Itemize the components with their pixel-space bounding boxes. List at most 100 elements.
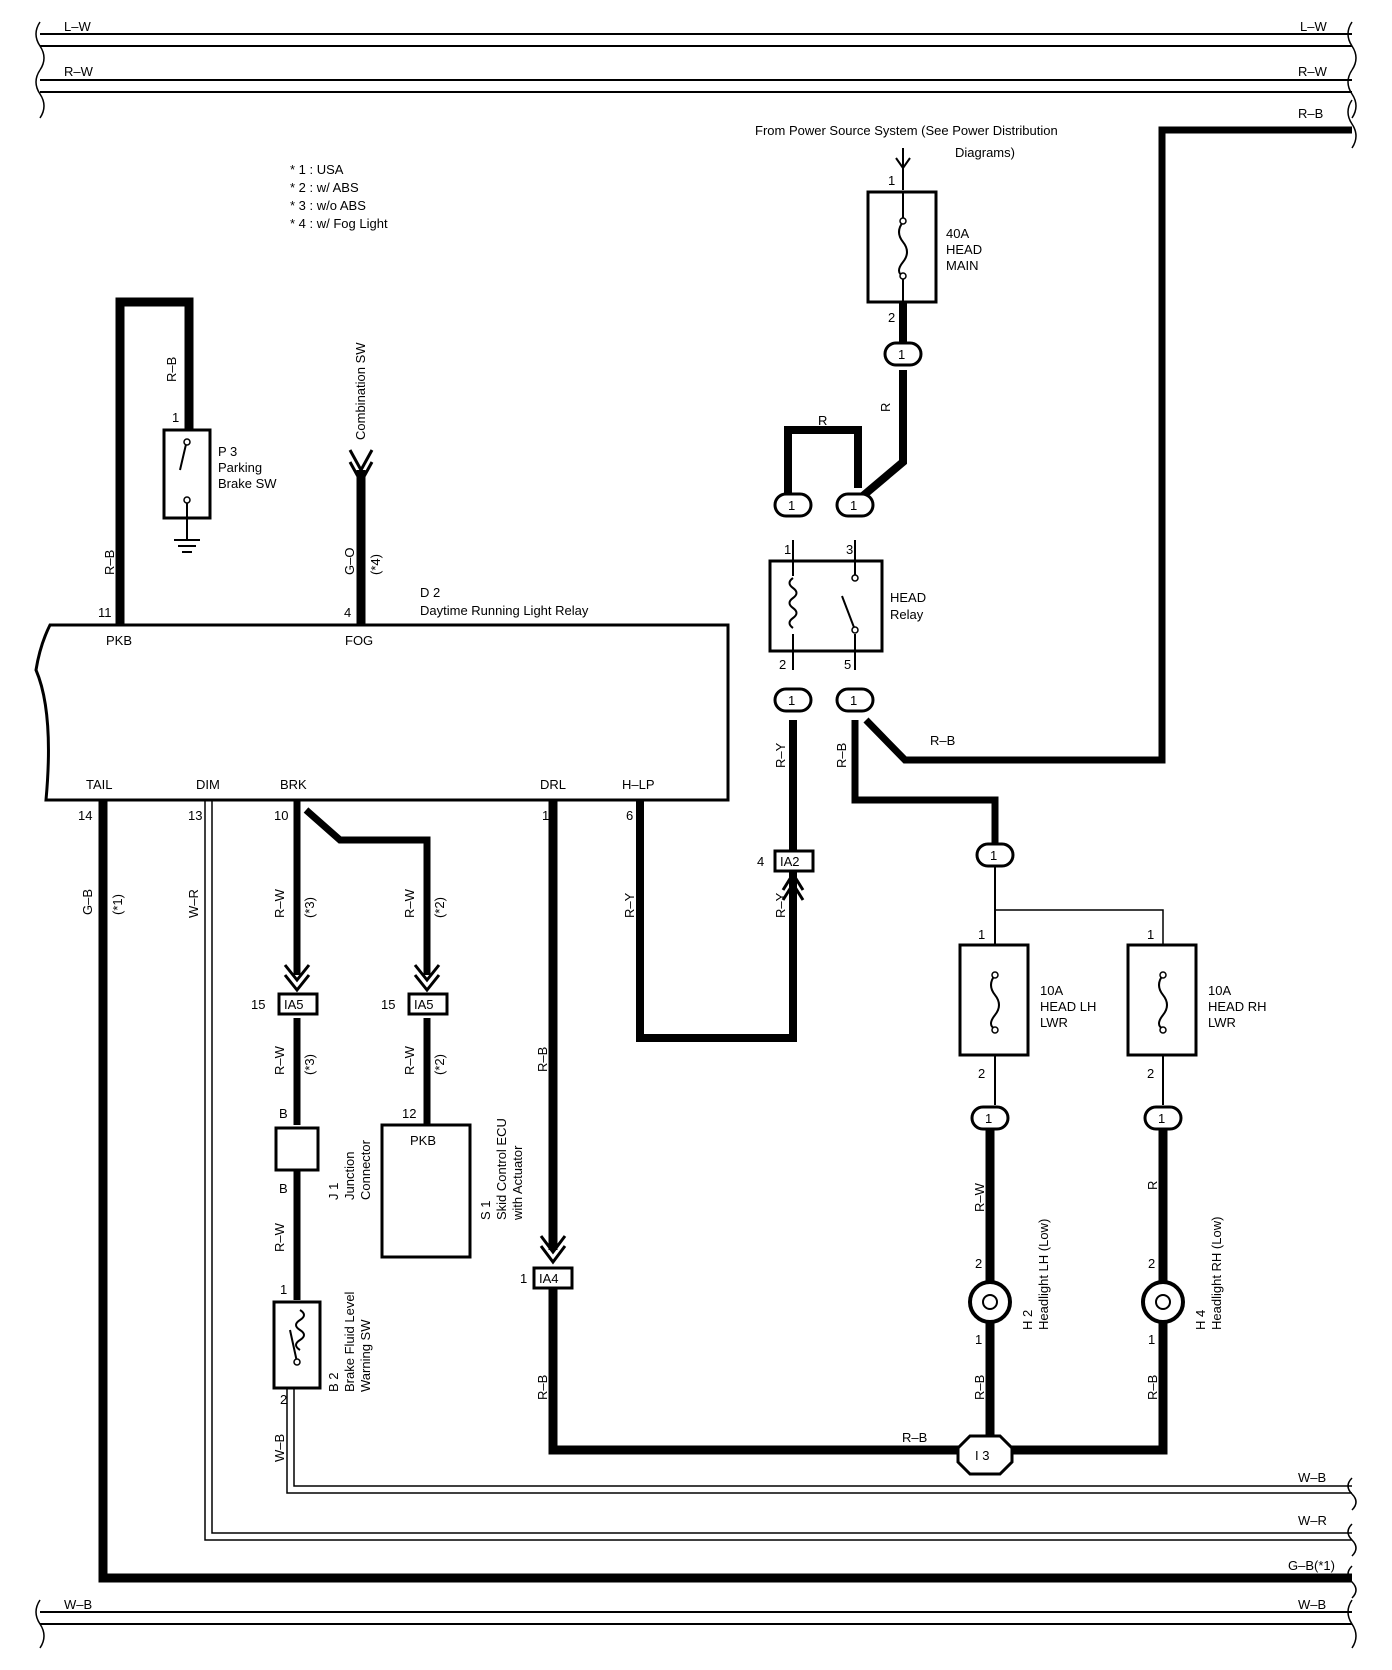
- connector-ia5-a: IA5 15: [251, 964, 319, 1016]
- power-source-line1: From Power Source System (See Power Dist…: [755, 123, 1058, 138]
- wire-rb-top: R–B: [164, 357, 179, 382]
- ia4-pin: 1: [520, 1271, 527, 1286]
- wire-rb-horizontal: R–B: [930, 733, 955, 748]
- fog-wire: G–O: [342, 548, 357, 575]
- junction-code: J 1: [326, 1183, 341, 1200]
- wire-rw-abs-note: (*2): [432, 897, 447, 918]
- headlight-lh-code: H 2: [1020, 1310, 1035, 1330]
- brk-wire: R–W: [272, 888, 287, 918]
- skid-ecu-pin: 12: [402, 1106, 416, 1121]
- junction-pin-bottom: B: [279, 1181, 288, 1196]
- wire-rb-relay: R–B: [834, 743, 849, 768]
- fuse-main-rating: 40A: [946, 226, 969, 241]
- ia5-lower-labels: R–W (*3) R–W (*2): [272, 1045, 447, 1075]
- wire-r-fuse-out: R: [878, 403, 893, 412]
- wire-rw-lower-wo-note: (*3): [302, 1054, 317, 1075]
- wire-ry-relay: R–Y: [773, 742, 788, 768]
- hlp-wire: R–Y: [622, 892, 637, 918]
- bus-rb-top: R–B: [1298, 99, 1357, 149]
- head-relay: 1 3 2 5 HEAD Relay R R R–Y R–Y R–B R–B: [768, 403, 955, 918]
- drl-pin: 1: [542, 808, 549, 823]
- dim-label: DIM: [196, 777, 220, 792]
- note-1: * 1 : USA: [290, 162, 344, 177]
- pkb-label: PKB: [106, 633, 132, 648]
- svg-text:1: 1: [850, 498, 857, 513]
- dim-wire: W–R: [186, 889, 201, 918]
- connector-ia4: IA4 1 R–B: [520, 1235, 574, 1400]
- bus-rw-label-left: R–W: [64, 64, 94, 79]
- bus-wb-bottom-label-left: W–B: [64, 1597, 92, 1612]
- fuse-head-rh: 1 2 10A HEAD RH LWR: [1126, 927, 1267, 1105]
- connector-1-relay-pin3: 1: [835, 492, 875, 518]
- skid-ecu-code: S 1: [478, 1200, 493, 1220]
- headlight-lh-name: Headlight LH (Low): [1036, 1219, 1051, 1330]
- ia5a-pin: 15: [251, 997, 265, 1012]
- brake-fluid-switch: 1 2 B 2 Brake Fluid Level Warning SW W–B: [272, 1282, 373, 1462]
- fuse-rh-name2: LWR: [1208, 1015, 1236, 1030]
- note-4: * 4 : w/ Fog Light: [290, 216, 388, 231]
- tail-wire: G–B: [80, 889, 95, 915]
- bus-lw: L–W L–W: [35, 19, 1357, 71]
- drl-relay-name: Daytime Running Light Relay: [420, 603, 589, 618]
- connector-1-relay-pin1: 1: [773, 492, 813, 518]
- fuse-lh-pin-out: 2: [978, 1066, 985, 1081]
- headlight-lh: 2 1 H 2 Headlight LH (Low) R–W R–B: [968, 1182, 1051, 1400]
- parking-sw-code: P 3: [218, 444, 237, 459]
- fuse-lh-name1: HEAD LH: [1040, 999, 1096, 1014]
- round-connectors: 1 1 1 1 1 1 1 1: [773, 341, 1183, 1131]
- relay-contact: [841, 595, 856, 631]
- connector-1-fuse-feed: 1: [975, 842, 1015, 868]
- drl-relay: D 2 Daytime Running Light Relay 11 PKB R…: [34, 548, 730, 823]
- fuse-main-name1: HEAD: [946, 242, 982, 257]
- head-relay-name1: HEAD: [890, 590, 926, 605]
- wire-rw-junction: R–W: [272, 1222, 287, 1252]
- hlp-label: H–LP: [622, 777, 655, 792]
- thin-wires: W–B W–R G–B(*1): [204, 800, 1357, 1599]
- ia2-pin: 4: [757, 854, 764, 869]
- fuse-rh-name1: HEAD RH: [1208, 999, 1267, 1014]
- tail-note: (*1): [110, 894, 125, 915]
- skid-ecu-name1: Skid Control ECU: [494, 1118, 509, 1220]
- brk-pin: 10: [274, 808, 288, 823]
- fuse-main-pin-out: 2: [888, 310, 895, 325]
- parking-brake-switch: 1 P 3 Parking Brake SW R–B: [162, 357, 277, 553]
- headlight-rh-pin-bottom: 1: [1148, 1332, 1155, 1347]
- wire-rb-ia4: R–B: [535, 1375, 550, 1400]
- wire-wb-brake: W–B: [272, 1434, 287, 1462]
- connector-ia2: IA2 4: [757, 849, 815, 901]
- head-relay-pin1: 1: [784, 542, 791, 557]
- junction-name1: Junction: [342, 1152, 357, 1200]
- wire-r-rh: R: [1145, 1181, 1160, 1190]
- tail-label: TAIL: [86, 777, 113, 792]
- fuse-head-lh: 1 2 10A HEAD LH LWR: [958, 866, 1096, 1105]
- headlight-lh-pin-top: 2: [975, 1256, 982, 1271]
- note-2: * 2 : w/ ABS: [290, 180, 359, 195]
- head-relay-pin2: 2: [779, 657, 786, 672]
- fuse-rh-pin-in: 1: [1147, 927, 1154, 942]
- junction-pin-top: B: [279, 1106, 288, 1121]
- bus-wb-bottom: W–B W–B: [35, 1597, 1357, 1649]
- wire-r-loop: R: [818, 413, 827, 428]
- fuse-main-name2: MAIN: [946, 258, 979, 273]
- svg-text:1: 1: [1158, 1111, 1165, 1126]
- ia5b-label: IA5: [414, 997, 434, 1012]
- connector-1-relay-pin5: 1: [835, 687, 875, 713]
- bus-rb-label: R–B: [1298, 106, 1323, 121]
- wire-rw-lower-w-note: (*2): [432, 1054, 447, 1075]
- headlight-rh-pin-top: 2: [1148, 1256, 1155, 1271]
- junction-name2: Connector: [358, 1139, 373, 1200]
- pkb-wire: R–B: [102, 550, 117, 575]
- brake-sw-code: B 2: [326, 1372, 341, 1392]
- connector-1-rh: 1: [1143, 1105, 1183, 1131]
- thick-wires: [98, 126, 1352, 1583]
- dim-pin: 13: [188, 808, 202, 823]
- power-source-arrowhead: [895, 157, 911, 170]
- connector-1-fuse: 1: [883, 341, 923, 367]
- brk-note: (*3): [302, 897, 317, 918]
- tail-pin: 14: [78, 808, 92, 823]
- drl-relay-code: D 2: [420, 585, 440, 600]
- brake-sw-pin-bottom: 2: [280, 1392, 287, 1407]
- skid-ecu-label: PKB: [410, 1133, 436, 1148]
- wire-rw-lower-w: R–W: [402, 1045, 417, 1075]
